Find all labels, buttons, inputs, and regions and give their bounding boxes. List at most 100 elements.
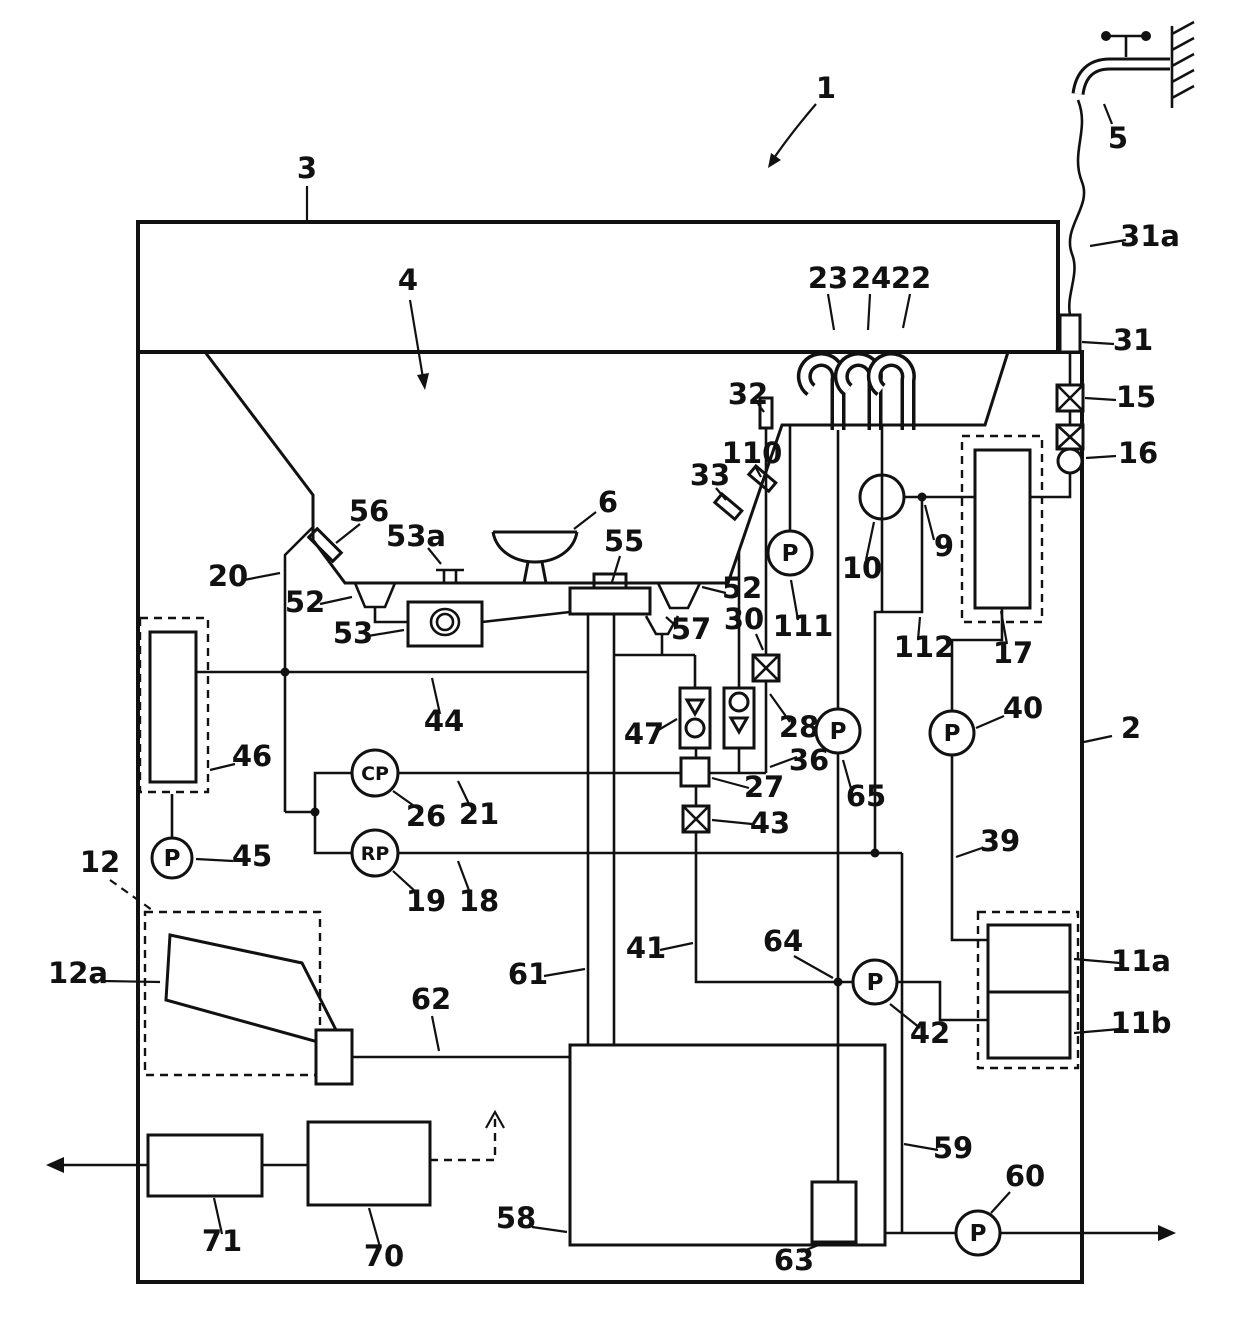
ref-label-43: 43 <box>750 806 790 840</box>
hopper-dashed-box <box>143 910 322 1077</box>
sump-unit-55 <box>568 586 652 616</box>
ref-label-21: 21 <box>459 797 499 831</box>
ref-label-46: 46 <box>232 739 272 773</box>
tank-unit-11 <box>976 910 1080 1070</box>
ref-label-70: 70 <box>364 1239 404 1273</box>
ref-label-31a: 31a <box>1120 219 1180 253</box>
sensor-42-P <box>851 958 899 1006</box>
right-exit-arrow <box>1158 1225 1176 1241</box>
vent-dashed-line <box>430 1118 497 1162</box>
dispenser-46: P <box>138 616 210 880</box>
ref-label-39: 39 <box>980 824 1020 858</box>
ref-label-26: 26 <box>406 799 446 833</box>
sensor-60-letter: P <box>970 1221 987 1247</box>
ref-label-5: 5 <box>1108 121 1128 155</box>
valve-43-x <box>682 805 710 833</box>
ref-label-28: 28 <box>779 710 819 744</box>
ref-label-12: 12 <box>80 845 120 879</box>
wash-pump-26-CP <box>350 748 400 798</box>
softener-17-box <box>973 448 1032 610</box>
ref-label-111: 111 <box>773 609 834 643</box>
ref-label-2: 2 <box>1121 711 1141 745</box>
sensor-40-letter: P <box>944 721 961 747</box>
tank-dashed-box <box>976 910 1080 1070</box>
ref-label-30: 30 <box>724 602 764 636</box>
valve-28-x <box>752 654 780 682</box>
tank-11a <box>986 923 1072 994</box>
ref-label-10: 10 <box>842 551 882 585</box>
ref-label-44: 44 <box>424 704 464 738</box>
hose-31a <box>1067 99 1086 316</box>
ref-label-17: 17 <box>993 636 1033 670</box>
sensor-45-P <box>150 836 194 880</box>
spray-pipes <box>782 352 985 430</box>
sensor-65-letter: P <box>830 719 847 745</box>
ref-label-15: 15 <box>1116 380 1156 414</box>
ref-label-110: 110 <box>722 436 783 470</box>
ref-label-36: 36 <box>789 743 829 777</box>
sensor-111-letter: P <box>782 541 799 567</box>
sensor-42-branch: P <box>694 832 988 1022</box>
sensor-40-P <box>928 709 976 757</box>
sensor-42-letter: P <box>867 970 884 996</box>
ref-label-47: 47 <box>624 717 664 751</box>
outlet-60: P <box>885 1209 1176 1257</box>
ref-label-4: 4 <box>398 263 418 297</box>
inner-box-63 <box>810 1180 858 1244</box>
ref-label-112: 112 <box>894 630 955 664</box>
ref-label-65: 65 <box>846 779 886 813</box>
valve-cluster: P <box>397 425 814 834</box>
ref-label-27: 27 <box>744 770 784 804</box>
wall-hatch <box>1170 20 1195 108</box>
ref-label-33: 33 <box>690 458 730 492</box>
hopper-outlet-box <box>314 1028 354 1086</box>
ref-label-31: 31 <box>1113 323 1153 357</box>
device-47-right-triangle <box>728 716 750 736</box>
pipe-22-core <box>870 355 913 430</box>
arrow-4-line <box>408 299 425 379</box>
arrow-4-head <box>417 373 429 390</box>
vent-arrowhead <box>485 1109 505 1129</box>
dispenser-dashed-box <box>138 616 210 794</box>
sensor-45-letter: P <box>164 846 181 872</box>
valve-15-x <box>1056 384 1084 412</box>
ref-label-3: 3 <box>297 151 317 185</box>
dispenser-46-box <box>148 630 198 784</box>
sensor-33 <box>712 491 744 522</box>
cluster-connectors <box>614 551 766 806</box>
device-47-right-ball <box>728 691 750 713</box>
ref-label-9: 9 <box>934 529 954 563</box>
valve-16-ball <box>1056 447 1084 475</box>
top-band <box>136 220 1060 354</box>
faucet-5-core <box>1074 60 1170 95</box>
inlet-coupler-31 <box>1058 313 1082 354</box>
ref-label-18: 18 <box>459 884 499 918</box>
junction-64 <box>833 977 843 987</box>
device-70-box <box>306 1120 432 1207</box>
sensor-60-P <box>954 1209 1002 1257</box>
bowl-6 <box>491 530 579 584</box>
ref-label-71: 71 <box>202 1224 242 1258</box>
reference-arrows <box>408 103 817 390</box>
ref-label-23: 23 <box>808 261 848 295</box>
device-27 <box>679 756 711 788</box>
water-inlet-chain <box>858 313 1085 853</box>
ref-label-6: 6 <box>598 485 618 519</box>
inlet-piping <box>904 352 1072 499</box>
pump-suction-line-20 <box>283 526 352 855</box>
junction-pumps <box>310 807 320 817</box>
ref-label-1: 1 <box>816 71 836 105</box>
tank-11b <box>986 990 1072 1060</box>
ref-label-55: 55 <box>604 524 644 558</box>
softener-unit-17 <box>950 434 1044 711</box>
channel-112 <box>873 425 924 853</box>
drain-pipe-61 <box>586 614 616 1045</box>
hopper-unit-12 <box>143 910 570 1086</box>
ref-label-64: 64 <box>763 924 803 958</box>
arrow-1-head <box>768 153 781 168</box>
sump-connectors <box>373 607 571 624</box>
ref-label-63: 63 <box>774 1243 814 1277</box>
tank-58-box <box>568 1043 887 1247</box>
device-47-left-ball <box>684 717 706 739</box>
